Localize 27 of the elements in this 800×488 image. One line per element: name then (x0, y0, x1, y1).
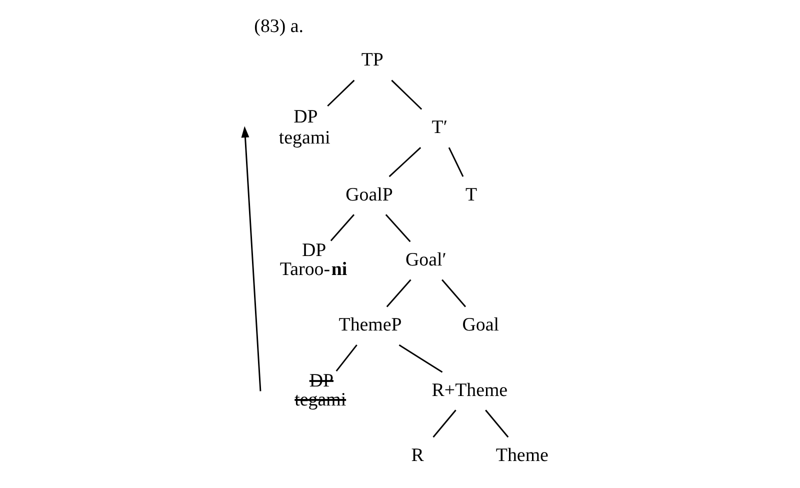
node-text: Goal (462, 314, 500, 336)
connector (448, 147, 464, 177)
connector (442, 279, 466, 308)
connector (432, 410, 456, 438)
connector (391, 80, 422, 110)
connector (485, 410, 509, 438)
node-text: T (465, 184, 478, 206)
node-text: DP tegami (294, 370, 346, 410)
node-text: TP (361, 50, 384, 71)
arrow (241, 126, 262, 392)
node-text: ThemeP (338, 314, 402, 336)
connector (386, 279, 412, 308)
connector (385, 214, 411, 242)
connector (327, 80, 355, 107)
node-text: R+Theme (432, 380, 508, 401)
node-text: DP Taroo-ni (280, 240, 348, 280)
connector (388, 147, 422, 178)
node-text: Goal′ (406, 249, 446, 270)
connector (330, 214, 355, 242)
node-text: T′ (432, 116, 448, 138)
node-text: Theme (496, 444, 548, 466)
diagram-title: (83) a. (254, 16, 304, 38)
node-text: GoalP (346, 184, 393, 206)
node-text: R (411, 444, 424, 466)
connector (336, 344, 358, 372)
connector (398, 344, 443, 373)
node-text: DP tegami (278, 106, 330, 149)
